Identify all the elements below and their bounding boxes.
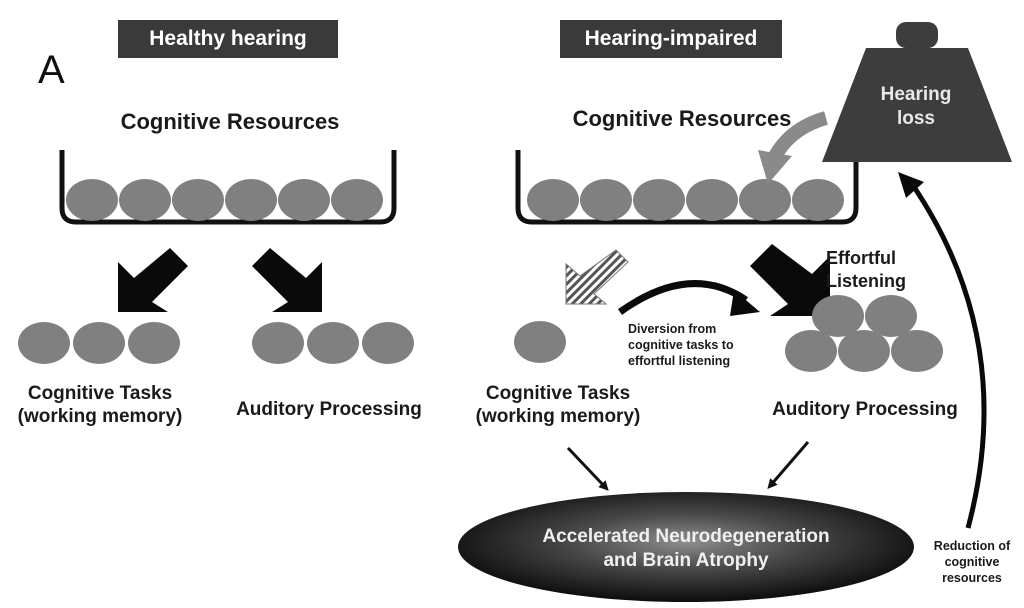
weight-to-bowl-arrowhead	[758, 150, 792, 184]
healthy-resource-circles	[66, 179, 383, 221]
diversion-label-line3: effortful listening	[628, 354, 731, 368]
effortful-label-line2: Listening	[826, 271, 906, 291]
diversion-arrowhead	[730, 290, 760, 316]
impaired-resource-bowl	[515, 150, 859, 225]
diversion-label-line1: Diversion from	[628, 322, 717, 336]
impaired-tasks-label-line2: (working memory)	[475, 406, 641, 427]
outcome-label-line1: Accelerated Neurodegeneration	[542, 526, 830, 547]
healthy-resource-bowl	[59, 150, 397, 225]
weight-handle	[896, 22, 938, 48]
diversion-label-line2: cognitive tasks to	[628, 338, 734, 352]
weight-label-line1: Hearing	[880, 84, 952, 105]
tasks-to-outcome-arrow	[566, 446, 609, 491]
reduction-label-line2: cognitive	[944, 555, 1000, 569]
effortful-label-line1: Effortful	[826, 248, 896, 268]
healthy-header: Healthy hearing	[118, 20, 338, 58]
impaired-tasks-label-line1: Cognitive Tasks	[485, 383, 631, 404]
impaired-arrow-to-auditory	[750, 244, 830, 316]
impaired-auditory-circles	[785, 295, 943, 372]
panel-label: A	[38, 48, 65, 92]
feedback-arrow	[909, 182, 987, 529]
outcome-ellipse	[458, 492, 914, 602]
impaired-header: Hearing-impaired	[560, 20, 782, 58]
healthy-task-circles	[18, 322, 180, 364]
healthy-auditory-label: Auditory Processing	[236, 399, 422, 420]
impaired-resources-title: Cognitive Resources	[572, 106, 792, 131]
healthy-resources-title: Cognitive Resources	[120, 109, 340, 134]
impaired-task-circle	[514, 321, 566, 363]
healthy-arrow-to-tasks	[118, 248, 188, 312]
impaired-resource-circles	[527, 179, 844, 221]
healthy-auditory-circles	[252, 322, 414, 364]
weight-label-line2: loss	[896, 108, 936, 129]
diversion-arrow	[617, 280, 748, 315]
feedback-arrowhead	[898, 172, 924, 198]
hearing-loss-weight	[822, 48, 1012, 162]
healthy-arrow-to-auditory	[252, 248, 322, 312]
healthy-tasks-label-line1: Cognitive Tasks	[27, 383, 173, 404]
healthy-tasks-label-line2: (working memory)	[17, 406, 183, 427]
impaired-auditory-label: Auditory Processing	[772, 399, 958, 420]
reduction-label-line3: resources	[942, 571, 1002, 585]
impaired-arrow-to-tasks	[565, 249, 629, 305]
auditory-to-outcome-arrow	[767, 441, 810, 490]
outcome-label-line2: and Brain Atrophy	[603, 550, 769, 571]
reduction-label-line1: Reduction of	[933, 539, 1011, 553]
weight-to-bowl-arrow	[767, 111, 829, 162]
